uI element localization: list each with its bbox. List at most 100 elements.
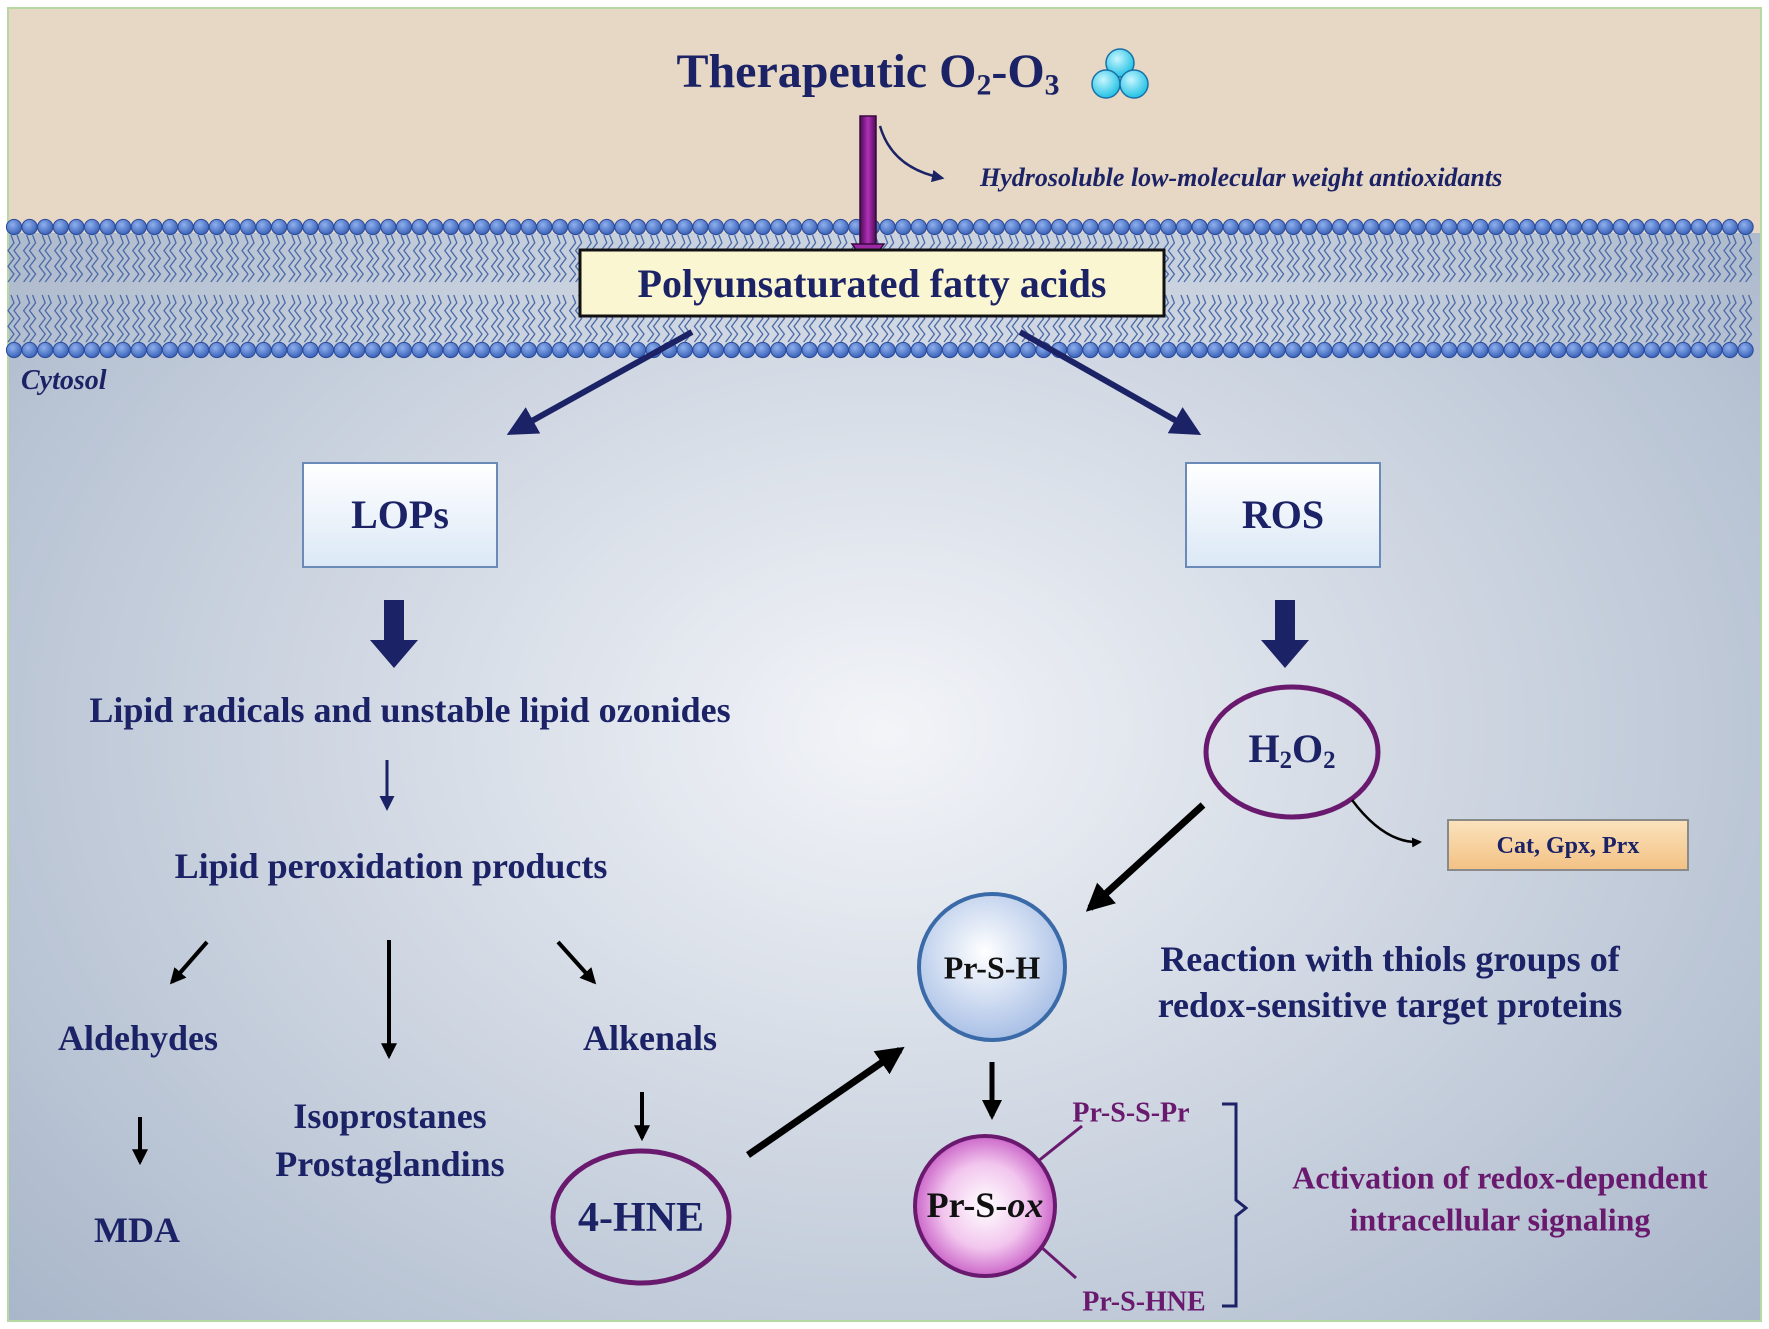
prshne-connector: [1039, 1244, 1077, 1280]
lipid-head: [583, 218, 600, 236]
ros-down-arrow: [1261, 600, 1309, 668]
lipid-tail: [1729, 294, 1737, 343]
lipid-tail: [85, 234, 93, 283]
lipid-head: [973, 218, 990, 236]
lipid-head: [645, 218, 662, 236]
lipid-head: [1269, 218, 1286, 236]
prostaglandins-label: Prostaglandins: [275, 1144, 505, 1185]
lipid-head: [1004, 341, 1021, 359]
lipid-tail: [1645, 294, 1653, 343]
lipid-head: [723, 341, 740, 359]
lipid-head: [239, 341, 257, 359]
lipid-head: [614, 341, 631, 359]
thiols-reaction-line1: Reaction with thiols groups of: [1160, 939, 1620, 980]
lipid-head: [1487, 341, 1505, 359]
lipid-head: [1378, 341, 1395, 359]
lipid-head: [1160, 341, 1177, 359]
lipid-head: [754, 341, 771, 359]
lipid-tail: [537, 294, 546, 343]
lipid-head: [676, 341, 693, 359]
lipid-head: [770, 341, 787, 359]
lipid-head: [349, 341, 366, 359]
lipid-head: [1300, 218, 1317, 236]
lipid-head: [1331, 341, 1349, 359]
lipid-head: [583, 341, 600, 359]
lipid-tail: [1333, 294, 1341, 343]
lipid-head: [692, 218, 709, 236]
lipid-tail: [1161, 234, 1170, 283]
lipid-tail: [1567, 294, 1575, 343]
lipid-head: [895, 218, 912, 236]
lipid-head: [1300, 341, 1317, 359]
lipid-tail: [1582, 294, 1591, 343]
lipid-tail: [418, 234, 427, 283]
lipid-head: [333, 341, 350, 359]
lipid-head: [427, 218, 444, 236]
lipid-head: [302, 341, 319, 359]
lipid-tail: [178, 294, 187, 343]
lipid-head: [458, 218, 475, 236]
lipid-tail: [1510, 234, 1519, 283]
lipid-tail: [1417, 234, 1425, 283]
lipid-tail: [22, 294, 31, 343]
lipid-head: [1269, 341, 1286, 359]
lipid-head: [208, 341, 225, 359]
lipid-head: [224, 341, 241, 359]
lipid-head: [115, 341, 132, 359]
lipid-head: [1175, 218, 1193, 236]
lipid-tail: [75, 294, 84, 343]
lipid-head: [1331, 218, 1349, 236]
lipid-head: [395, 341, 413, 359]
lipid-tail: [1629, 294, 1638, 343]
lipid-head: [380, 218, 397, 236]
lipid-tail: [1223, 294, 1232, 343]
lipid-head: [1628, 218, 1645, 236]
prsh-circle: [917, 892, 1067, 1042]
lipid-head: [473, 218, 491, 236]
lipid-head: [255, 341, 272, 359]
lipid-tail: [1364, 234, 1373, 283]
lipid-tail: [1707, 234, 1716, 283]
lipid-tail: [225, 234, 234, 283]
lipid-head: [1316, 218, 1333, 236]
lipid-tail: [303, 234, 312, 283]
h2o2-ellipse: [1203, 684, 1381, 820]
lipid-tail: [1682, 294, 1691, 343]
lipid-tail: [122, 294, 131, 343]
lipid-tail: [231, 234, 240, 283]
lipid-head: [1394, 218, 1411, 236]
lipid-tail: [1613, 234, 1622, 283]
lipid-tail: [1535, 234, 1544, 283]
lipid-tail: [371, 294, 380, 343]
lipid-head: [395, 218, 413, 236]
lipid-head: [1347, 341, 1364, 359]
lipid-tail: [69, 234, 78, 283]
lipid-tail: [568, 294, 577, 343]
lipid-head: [832, 341, 849, 359]
lipid-tail: [1619, 234, 1628, 283]
prsox-circle: [913, 1134, 1057, 1278]
lipid-tail: [1448, 234, 1457, 283]
lipid-tail: [553, 234, 561, 283]
lipid-tail: [1463, 294, 1472, 343]
lipid-tail: [1479, 234, 1488, 283]
lipid-tail: [371, 234, 380, 283]
lipid-tail: [1239, 294, 1248, 343]
lipid-head: [1160, 218, 1177, 236]
lipid-head: [458, 341, 475, 359]
prsox-label: Pr-S-ox: [926, 1185, 1044, 1226]
lipid-tail: [131, 294, 140, 343]
lipid-tail: [1255, 234, 1263, 283]
lipid-tail: [1504, 234, 1513, 283]
lipid-tail: [1557, 294, 1566, 343]
lipid-tail: [1192, 294, 1201, 343]
lipid-head: [707, 218, 725, 236]
lipid-tail: [69, 294, 78, 343]
lipid-tail: [1495, 234, 1503, 283]
lpo-products-label: Lipid peroxidation products: [174, 846, 608, 887]
lipid-tail: [1457, 294, 1466, 343]
lipid-tail: [1317, 234, 1326, 283]
lipid-head: [1690, 218, 1707, 236]
lipid-tail: [1713, 294, 1722, 343]
cytosol-label: Cytosol: [21, 365, 107, 396]
